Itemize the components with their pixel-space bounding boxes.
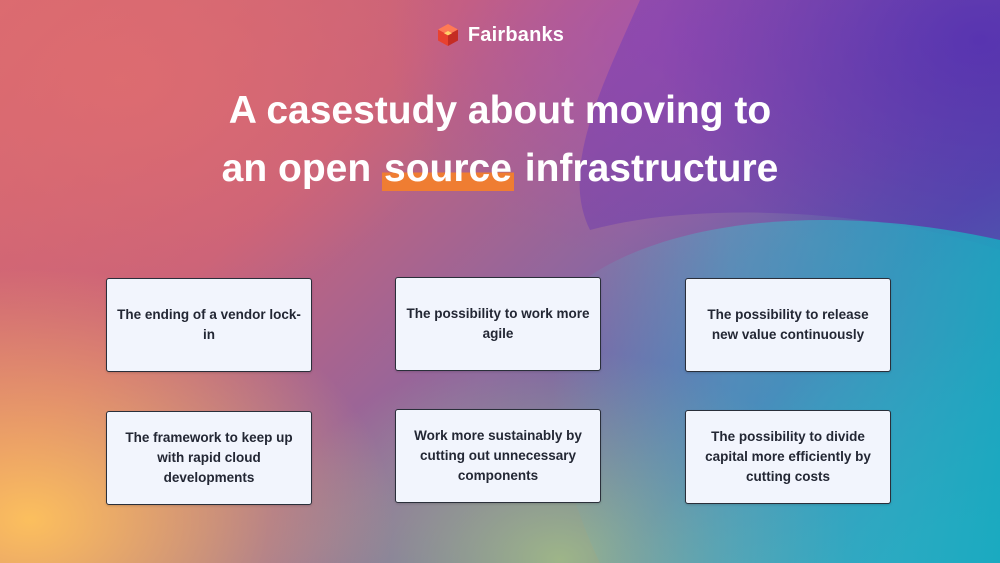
brand-name: Fairbanks xyxy=(467,23,565,46)
title-highlight-word: source xyxy=(382,147,514,191)
benefit-card-text: The possibility to release new value con… xyxy=(707,307,869,342)
benefit-card-text: The possibility to work more agile xyxy=(406,306,590,341)
benefit-card-text: The ending of a vendor lock-in xyxy=(117,307,301,342)
benefit-card: The possibility to divide capital more e… xyxy=(685,410,891,504)
title-line-2: an open source infrastructure xyxy=(0,140,1000,198)
benefit-card-text: The possibility to divide capital more e… xyxy=(705,429,871,484)
title-line-1: A casestudy about moving to xyxy=(228,89,772,132)
brand-header: Fairbanks xyxy=(0,23,1000,47)
benefit-card: The possibility to work more agile xyxy=(395,277,601,371)
benefit-card-text: The framework to keep up with rapid clou… xyxy=(125,430,293,485)
benefit-card: The possibility to release new value con… xyxy=(685,278,891,372)
benefit-card: Work more sustainably by cutting out unn… xyxy=(395,409,601,503)
page-title: A casestudy about moving to an open sour… xyxy=(0,82,1000,198)
title-line-2-start: an open xyxy=(221,147,383,190)
benefit-card: The ending of a vendor lock-in xyxy=(106,278,312,372)
benefit-card-text: Work more sustainably by cutting out unn… xyxy=(414,428,582,483)
cube-logo-icon xyxy=(437,24,458,46)
benefit-card: The framework to keep up with rapid clou… xyxy=(106,411,312,505)
title-line-2-end: infrastructure xyxy=(513,147,779,190)
